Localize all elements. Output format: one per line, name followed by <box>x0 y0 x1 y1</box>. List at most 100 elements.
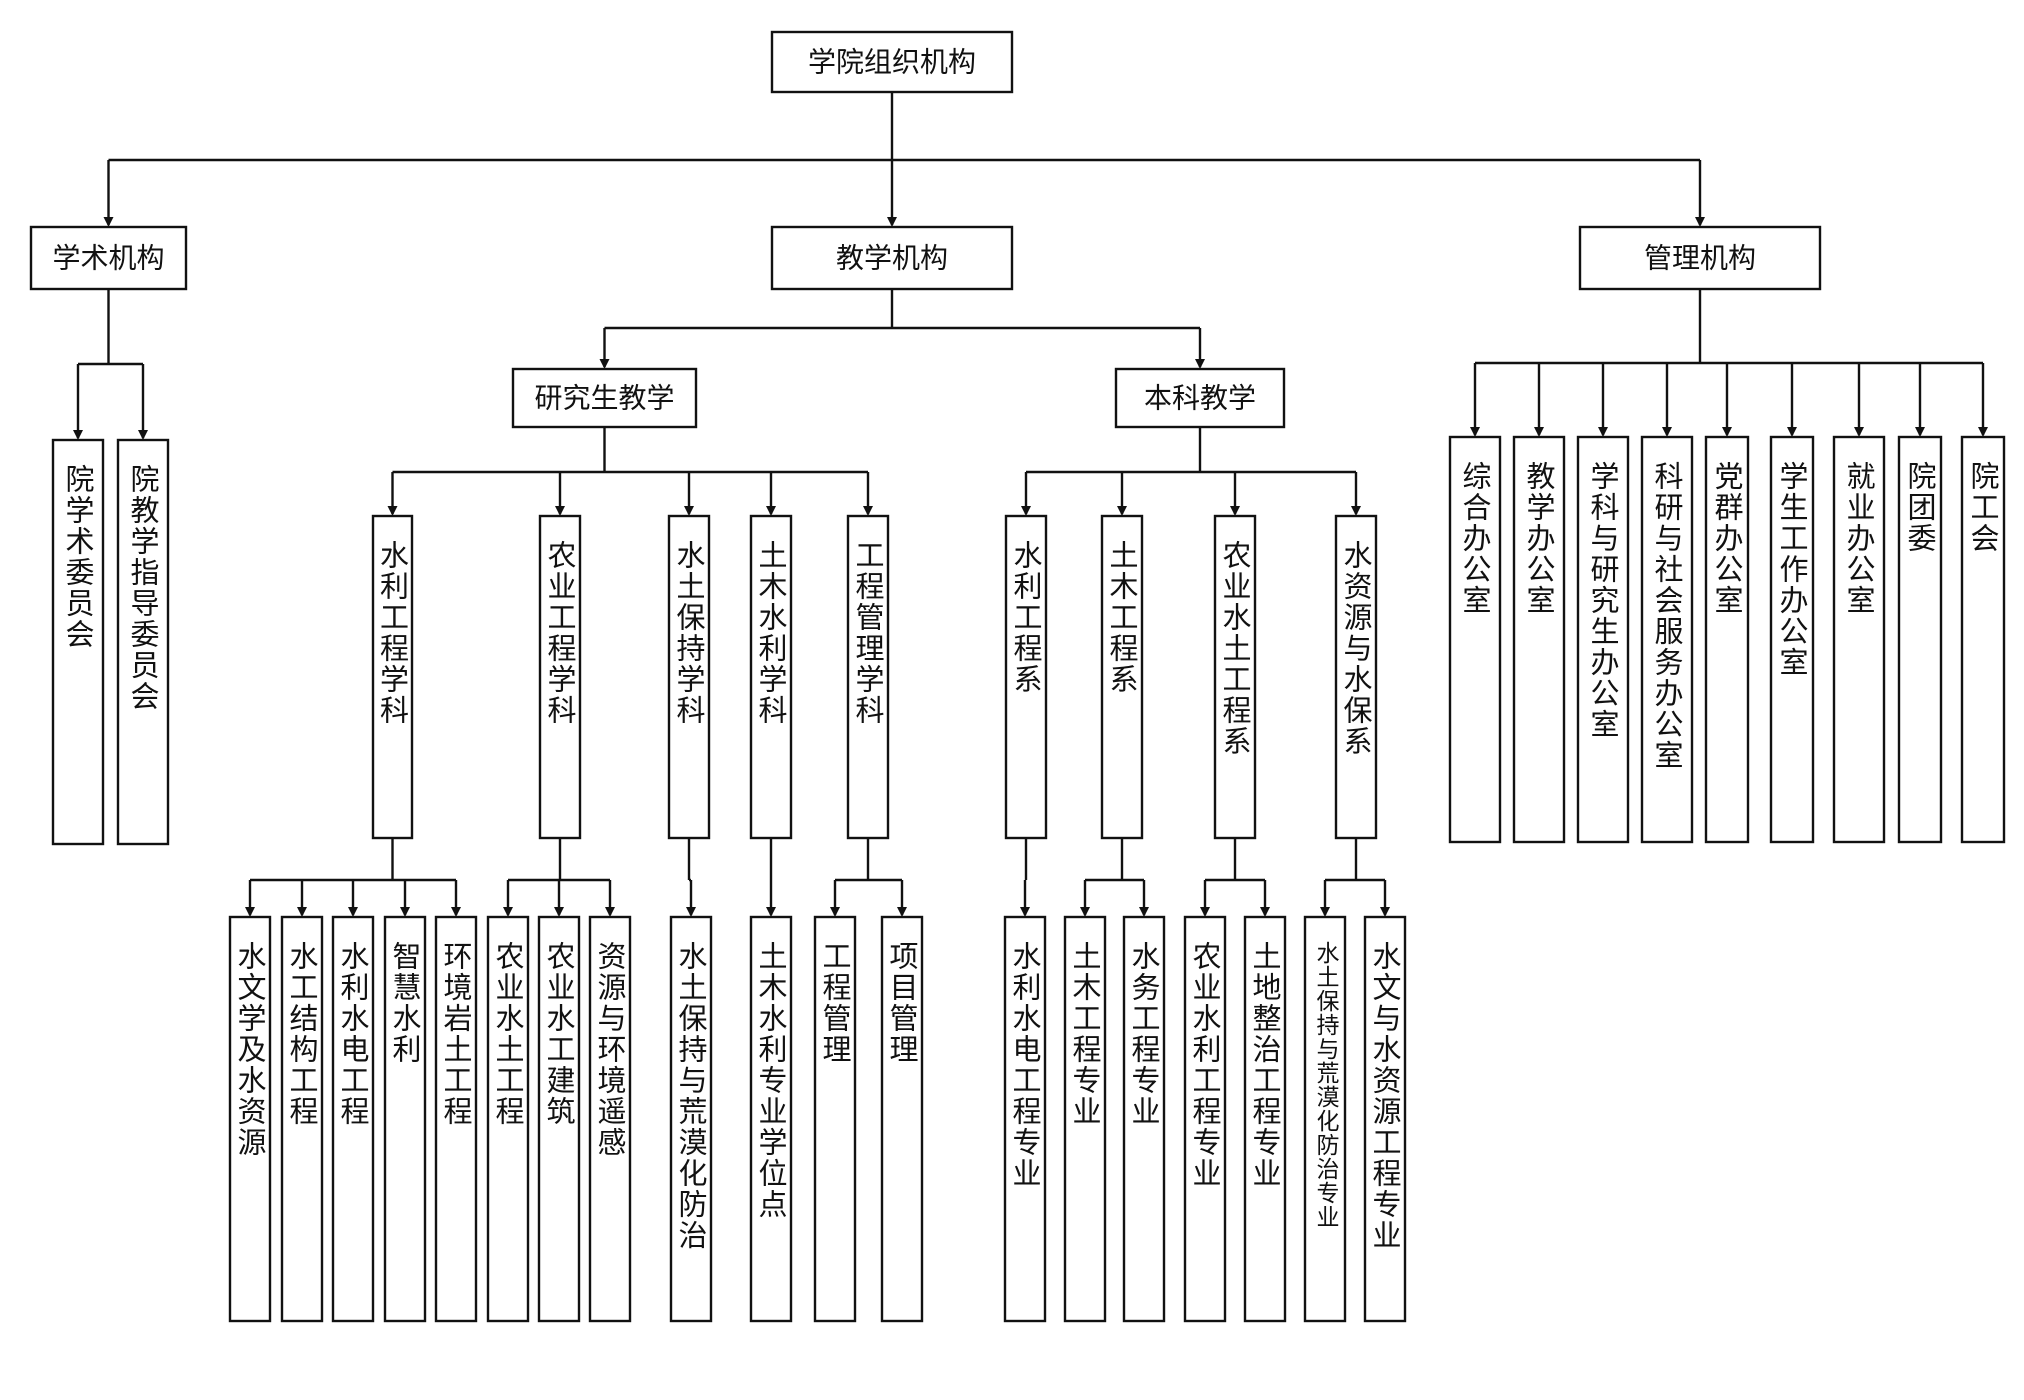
node-g-hydraulic-discipline: 水利工程学科 <box>371 514 414 840</box>
node-label-youth-league: 院团委 <box>1903 461 1937 554</box>
node-g-hydraulic-structure: 水工结构工程 <box>280 915 324 1323</box>
node-label-party-office: 党群办公室 <box>1710 461 1744 616</box>
node-teaching: 教学机构 <box>770 225 1014 291</box>
node-u-agri-dept: 农业水土工程系 <box>1213 514 1257 840</box>
node-student-office: 学生工作办公室 <box>1769 435 1815 844</box>
node-box-employment-office <box>1832 435 1886 844</box>
node-g-agri-buildings: 农业水工建筑 <box>537 915 581 1323</box>
node-g-remote-sensing: 资源与环境遥感 <box>588 915 632 1323</box>
node-employment-office: 就业办公室 <box>1832 435 1886 844</box>
node-box-g-soil-conservation-discipline <box>667 514 711 840</box>
node-u-resources-dept: 水资源与水保系 <box>1334 514 1378 840</box>
node-box-u-hydraulic-dept <box>1004 514 1048 840</box>
node-box-g-hydraulic-structure <box>280 915 324 1323</box>
node-label-g-mgmt-discipline: 工程管理学科 <box>851 540 885 726</box>
node-undergraduate: 本科教学 <box>1114 367 1286 429</box>
node-discipline-office: 学科与研究生办公室 <box>1576 435 1630 844</box>
node-box-g-remote-sensing <box>588 915 632 1323</box>
node-g-desertification: 水土保持与荒漠化防治 <box>669 915 713 1323</box>
node-label-student-office: 学生工作办公室 <box>1775 461 1809 678</box>
node-label-u-hydraulic-dept: 水利工程系 <box>1009 540 1043 695</box>
node-box-g-civil-discipline <box>749 514 793 840</box>
node-g-mgmt-discipline: 工程管理学科 <box>846 514 890 840</box>
node-labor-union: 院工会 <box>1960 435 2006 844</box>
node-u-civil-dept: 土木工程系 <box>1100 514 1144 840</box>
node-box-g-hydropower <box>331 915 375 1323</box>
node-label-g-remote-sensing: 资源与环境遥感 <box>593 941 627 1158</box>
node-g-engineering-mgmt: 工程管理 <box>813 915 857 1323</box>
node-label-g-smart-water: 智慧水利 <box>388 941 422 1065</box>
node-label-teaching-office: 教学办公室 <box>1522 461 1556 616</box>
node-label-management: 管理机构 <box>1644 242 1756 275</box>
node-box-labor-union <box>1960 435 2006 844</box>
node-label-g-desertification: 水土保持与荒漠化防治 <box>674 941 708 1251</box>
node-label-labor-union: 院工会 <box>1966 461 2000 554</box>
node-research-office: 科研与社会服务办公室 <box>1640 435 1694 844</box>
node-label-g-project-mgmt: 项目管理 <box>885 941 919 1065</box>
node-u-agri-water-major: 农业水利工程专业 <box>1183 915 1227 1323</box>
node-label-u-civil-major: 土木工程专业 <box>1068 941 1102 1127</box>
node-label-u-land-major: 土地整治工程专业 <box>1248 941 1282 1189</box>
node-g-project-mgmt: 项目管理 <box>880 915 924 1323</box>
node-box-root <box>770 30 1014 94</box>
node-box-g-smart-water <box>383 915 427 1323</box>
node-label-g-engineering-mgmt: 工程管理 <box>818 941 852 1065</box>
node-label-u-hydropower-major: 水利水电工程专业 <box>1008 941 1042 1189</box>
node-box-u-water-affairs-major <box>1122 915 1166 1323</box>
node-label-g-soil-conservation-discipline: 水土保持学科 <box>672 540 706 726</box>
node-box-g-mgmt-discipline <box>846 514 890 840</box>
node-u-water-affairs-major: 水务工程专业 <box>1122 915 1166 1323</box>
node-box-teaching-office <box>1512 435 1566 844</box>
node-u-civil-major: 土木工程专业 <box>1063 915 1107 1323</box>
node-box-g-geotech <box>434 915 478 1323</box>
node-label-teaching: 教学机构 <box>836 242 948 275</box>
node-box-u-hydrology-major <box>1363 915 1407 1323</box>
node-box-g-agri-soil-water <box>486 915 530 1323</box>
node-label-g-agri-soil-water: 农业水土工程 <box>491 941 525 1127</box>
node-box-youth-league <box>1897 435 1943 844</box>
node-label-academic: 学术机构 <box>52 242 164 275</box>
node-label-undergraduate: 本科教学 <box>1144 382 1256 415</box>
node-box-teaching <box>770 225 1014 291</box>
node-box-academic <box>29 225 188 291</box>
node-label-g-agri-discipline: 农业工程学科 <box>543 540 577 726</box>
node-box-management <box>1578 225 1822 291</box>
node-box-g-hydrology <box>228 915 272 1323</box>
node-box-teaching-steering-committee <box>116 438 170 846</box>
node-label-g-civil-degree: 土木水利专业学位点 <box>754 941 788 1220</box>
node-label-g-agri-buildings: 农业水工建筑 <box>542 941 576 1127</box>
node-label-g-civil-discipline: 土木水利学科 <box>754 540 788 726</box>
node-box-g-desertification <box>669 915 713 1323</box>
node-box-g-project-mgmt <box>880 915 924 1323</box>
node-u-land-major: 土地整治工程专业 <box>1243 915 1287 1323</box>
node-label-u-hydrology-major: 水文与水资源工程专业 <box>1368 941 1402 1251</box>
node-box-u-land-major <box>1243 915 1287 1323</box>
node-label-discipline-office: 学科与研究生办公室 <box>1586 461 1620 740</box>
node-box-academic-committee <box>51 438 105 846</box>
node-g-agri-soil-water: 农业水土工程 <box>486 915 530 1323</box>
node-box-g-engineering-mgmt <box>813 915 857 1323</box>
node-box-g-civil-degree <box>749 915 793 1323</box>
node-label-teaching-steering-committee: 院教学指导委员会 <box>126 464 160 712</box>
connector-lines <box>73 92 1988 917</box>
node-label-g-hydraulic-structure: 水工结构工程 <box>285 941 319 1127</box>
node-label-research-office: 科研与社会服务办公室 <box>1650 461 1684 771</box>
node-g-geotech: 环境岩土工程 <box>434 915 478 1323</box>
node-youth-league: 院团委 <box>1897 435 1943 844</box>
node-label-u-water-affairs-major: 水务工程专业 <box>1127 941 1161 1127</box>
node-teaching-office: 教学办公室 <box>1512 435 1566 844</box>
node-box-general-office <box>1448 435 1502 844</box>
node-g-hydropower: 水利水电工程 <box>331 915 375 1323</box>
node-academic: 学术机构 <box>29 225 188 291</box>
node-g-soil-conservation-discipline: 水土保持学科 <box>667 514 711 840</box>
node-box-u-resources-dept <box>1334 514 1378 840</box>
node-label-graduate: 研究生教学 <box>534 382 674 415</box>
node-label-u-soil-conservation-major: 水土保持与荒漠化防治专业 <box>1312 941 1340 1229</box>
node-academic-committee: 院学术委员会 <box>51 438 105 846</box>
node-g-agri-discipline: 农业工程学科 <box>538 514 582 840</box>
node-label-u-resources-dept: 水资源与水保系 <box>1339 540 1373 757</box>
node-g-smart-water: 智慧水利 <box>383 915 427 1323</box>
node-label-g-hydrology: 水文学及水资源 <box>233 941 267 1158</box>
node-label-g-geotech: 环境岩土工程 <box>439 941 473 1127</box>
